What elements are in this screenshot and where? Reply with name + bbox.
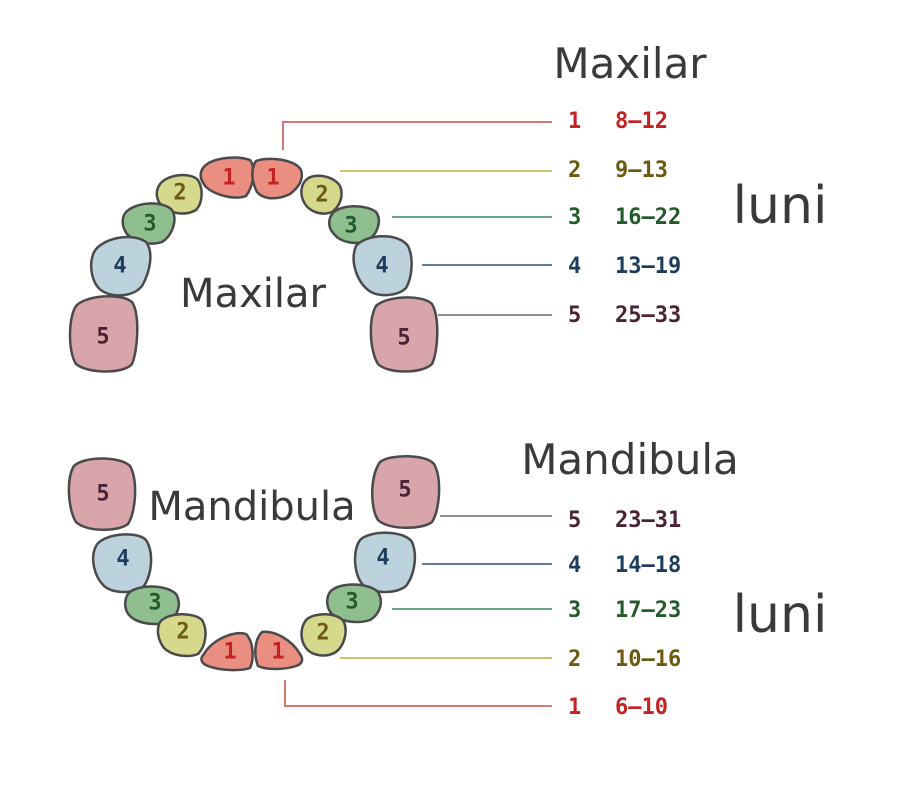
tooth-number: 3 (344, 214, 357, 239)
lower-tooth-5-left: 5 (67, 457, 137, 531)
unit-label-upper: luni (733, 176, 828, 236)
tooth-number: 4 (376, 546, 389, 571)
legend-range: 16–22 (615, 205, 681, 230)
legend-range: 9–13 (615, 158, 668, 183)
upper-tooth-2-right: 2 (300, 174, 343, 215)
lower-tooth-1-left: 1 (200, 631, 254, 672)
legend-range: 17–23 (615, 598, 681, 623)
maxilar-arch: 1 1 2 2 3 3 4 (68, 156, 439, 373)
mandibula-arch: 5 5 4 4 3 3 2 (67, 455, 441, 672)
connector-line-1 (284, 680, 552, 707)
legend-number: 5 (568, 303, 581, 328)
upper-tooth-3-right: 3 (328, 205, 380, 245)
upper-tooth-4-left: 4 (90, 235, 152, 297)
legend-number: 3 (568, 205, 581, 230)
lower-tooth-3-right: 3 (326, 583, 382, 624)
tooth-number: 3 (143, 212, 156, 237)
upper-tooth-5-left: 5 (68, 295, 139, 373)
legend-range: 13–19 (615, 254, 681, 279)
lower-tooth-4-right: 4 (353, 531, 417, 594)
tooth-number: 1 (266, 166, 279, 191)
maxilar-legend: Maxilar 1 8–12 2 9–13 3 16–22 4 13–19 5 … (553, 39, 827, 328)
mandibula-arch-label: Mandibula (148, 484, 355, 530)
tooth-number: 5 (96, 482, 109, 507)
legend-number: 1 (568, 695, 581, 720)
maxilar-heading: Maxilar (553, 39, 707, 88)
maxilar-connector-lines (282, 121, 552, 316)
legend-range: 14–18 (615, 553, 681, 578)
upper-tooth-3-left: 3 (121, 202, 176, 245)
lower-tooth-2-right: 2 (300, 613, 347, 657)
legend-range: 23–31 (615, 508, 681, 533)
tooth-number: 2 (176, 620, 189, 645)
legend-range: 10–16 (615, 647, 681, 672)
legend-range: 25–33 (615, 303, 681, 328)
legend-number: 1 (568, 109, 581, 134)
tooth-number: 5 (397, 326, 410, 351)
tooth-number: 1 (223, 640, 236, 665)
maxilar-arch-label: Maxilar (180, 271, 326, 317)
mandibula-connector-lines (284, 515, 552, 707)
tooth-number: 4 (116, 547, 129, 572)
lower-tooth-4-left: 4 (92, 533, 153, 594)
lower-tooth-2-left: 2 (156, 613, 207, 658)
tooth-number: 2 (315, 183, 328, 208)
tooth-number: 4 (375, 254, 388, 279)
tooth-number: 3 (148, 591, 161, 616)
legend-number: 4 (568, 254, 581, 279)
tooth-number: 1 (271, 640, 284, 665)
upper-tooth-2-left: 2 (155, 173, 203, 215)
tooth-number: 4 (113, 254, 126, 279)
mandibula-heading: Mandibula (521, 435, 739, 484)
upper-tooth-5-right: 5 (369, 296, 439, 373)
tooth-number: 2 (316, 621, 329, 646)
upper-tooth-1-left: 1 (199, 156, 255, 199)
tooth-number: 5 (96, 325, 109, 350)
mandibula-legend: Mandibula 5 23–31 4 14–18 3 17–23 2 10–1… (521, 435, 827, 720)
tooth-number: 2 (173, 181, 186, 206)
legend-number: 3 (568, 598, 581, 623)
legend-range: 6–10 (615, 695, 668, 720)
legend-range: 8–12 (615, 109, 668, 134)
lower-tooth-5-right: 5 (371, 455, 441, 529)
tooth-number: 1 (222, 166, 235, 191)
upper-tooth-4-right: 4 (352, 235, 413, 297)
legend-number: 2 (568, 158, 581, 183)
legend-number: 4 (568, 553, 581, 578)
legend-number: 5 (568, 508, 581, 533)
connector-line-1 (282, 121, 552, 150)
tooth-number: 5 (398, 478, 411, 503)
unit-label-lower: luni (733, 585, 828, 645)
legend-number: 2 (568, 647, 581, 672)
upper-tooth-1-right: 1 (251, 157, 303, 200)
tooth-number: 3 (345, 590, 358, 615)
lower-tooth-1-right: 1 (254, 630, 304, 671)
